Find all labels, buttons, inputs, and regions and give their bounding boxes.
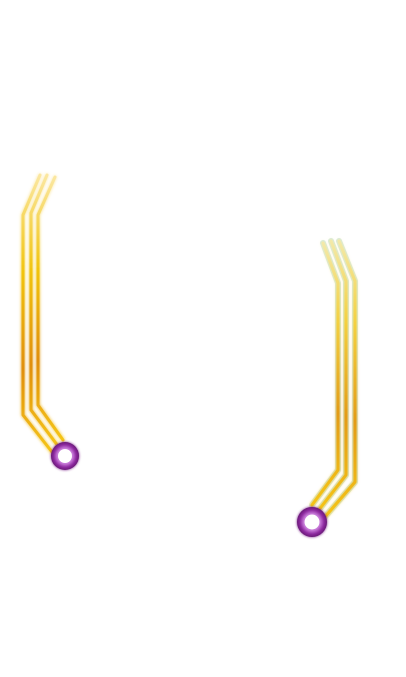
left-trace-line-outer: [21, 173, 54, 454]
right-trace-line-outer: [310, 241, 340, 507]
right-trace-line-middle: [316, 239, 348, 513]
right-circuit-trace-icon: [309, 238, 358, 521]
left-ring-pad-icon: [51, 442, 79, 470]
left-trace-line-middle: [29, 173, 60, 448]
left-trace-line-inner: [36, 175, 65, 442]
left-circuit-trace-icon: [21, 173, 65, 454]
right-ring-pad-icon: [297, 507, 327, 537]
right-trace-line-inner: [322, 239, 357, 520]
